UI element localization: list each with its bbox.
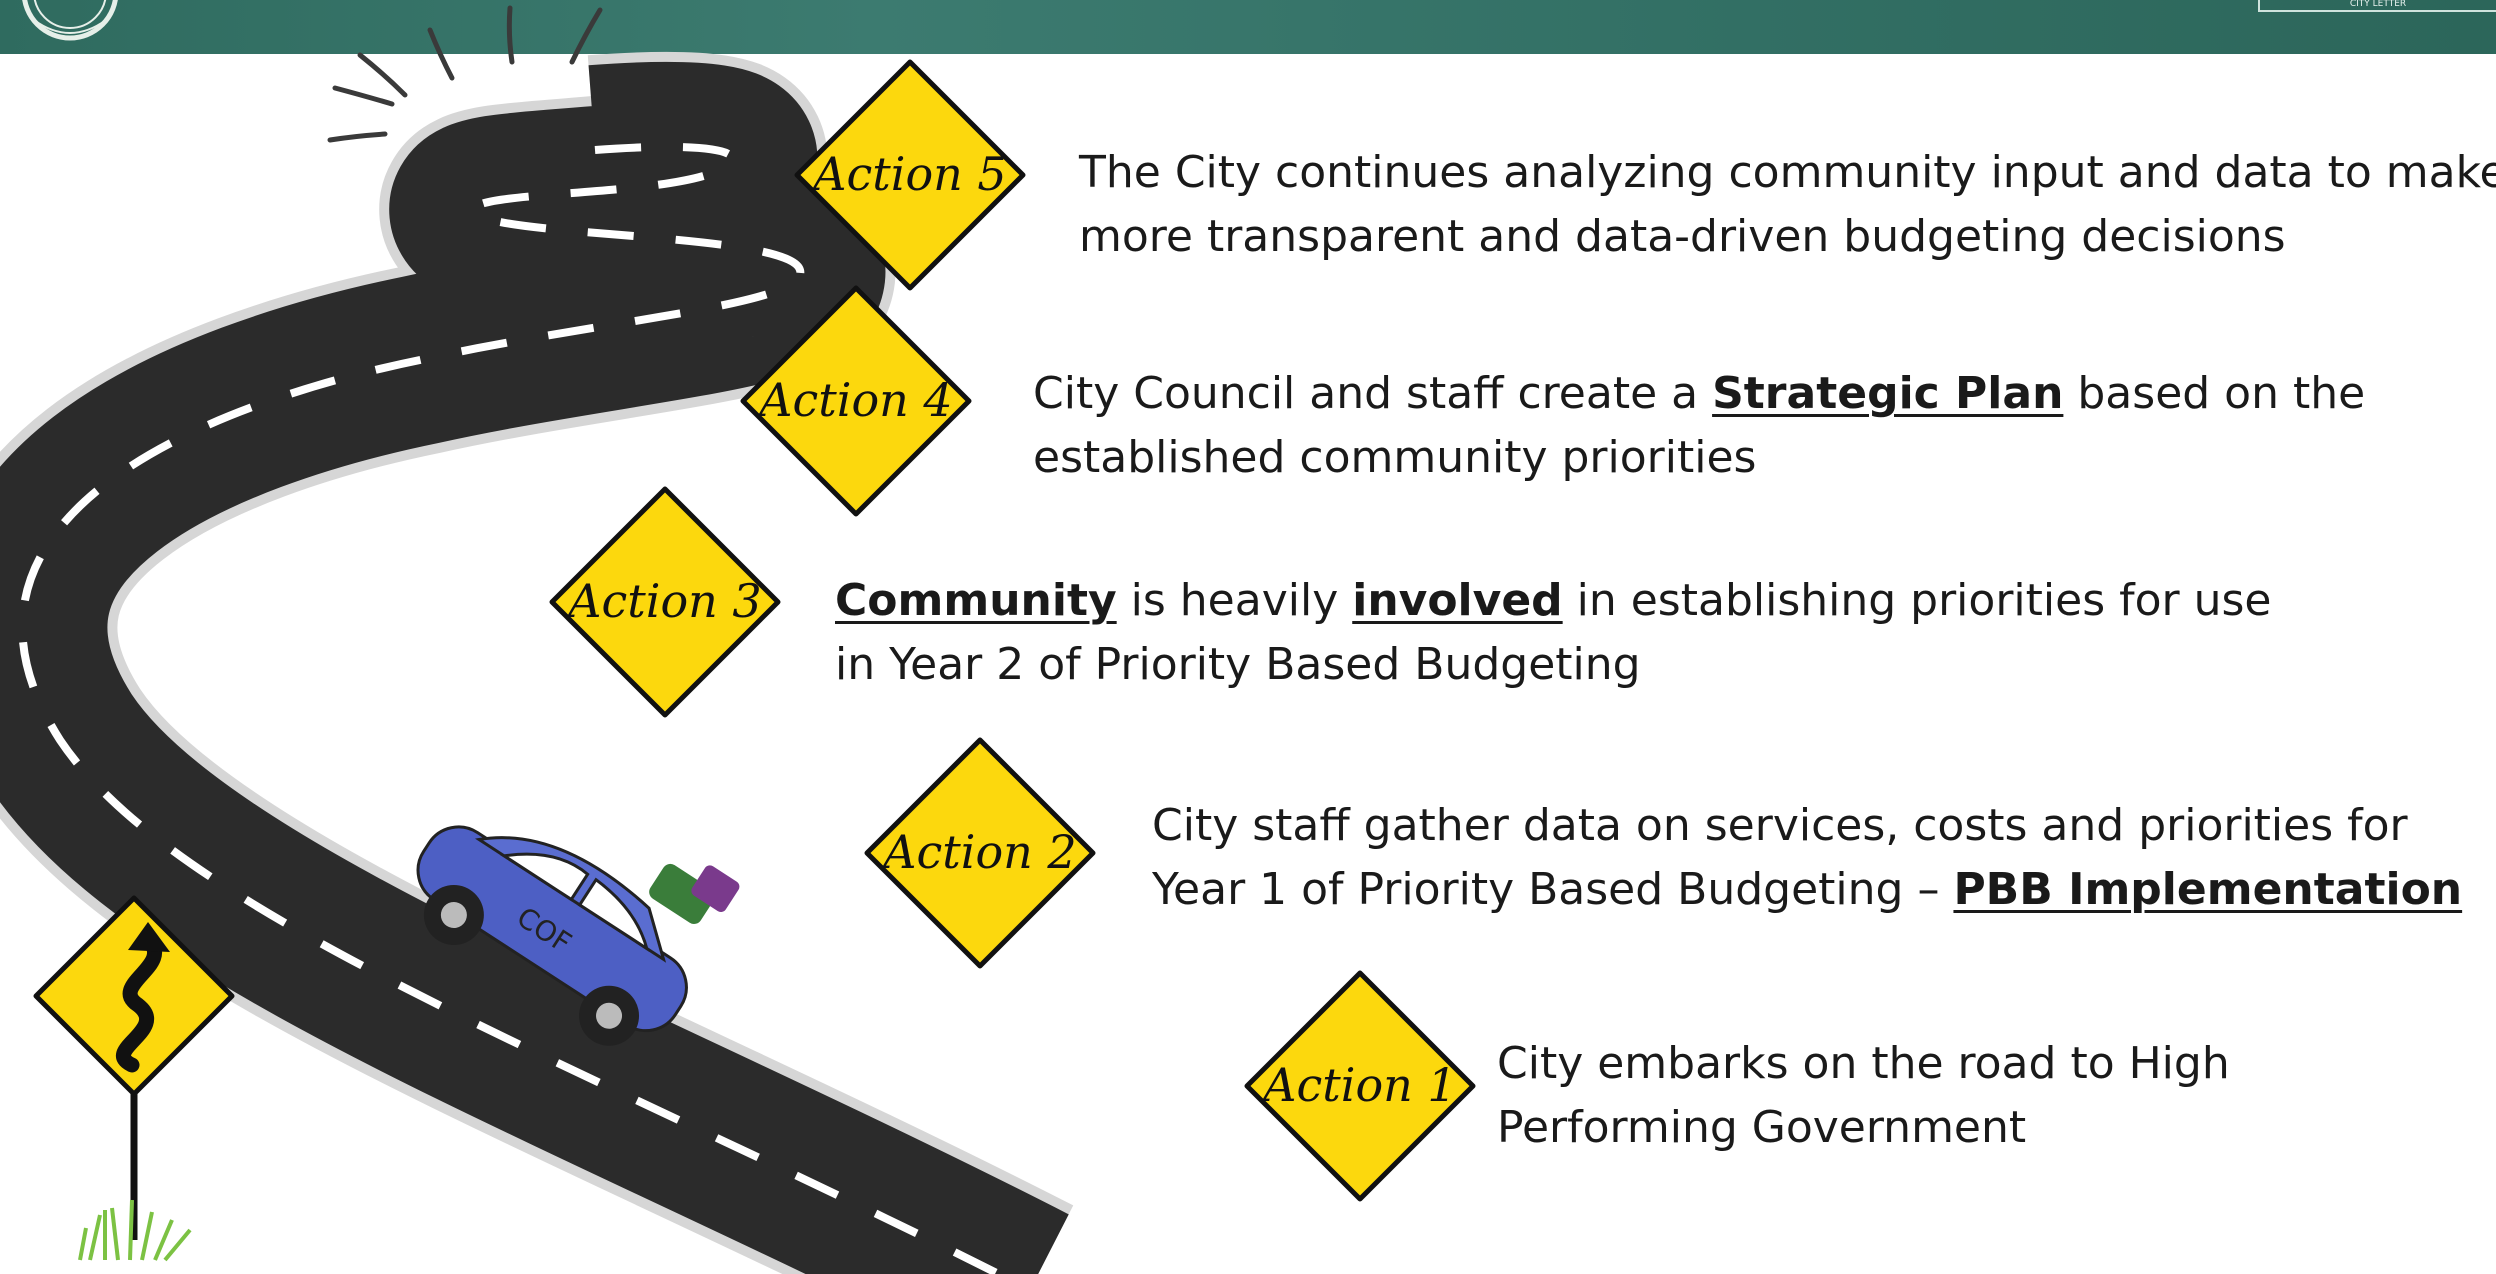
header-tag: CITY LETTER [2258, 0, 2496, 12]
step-text-segment: more transparent and data-driven budgeti… [1079, 211, 2286, 262]
step-text-5: The City continues analyzing community i… [1079, 141, 2496, 269]
emphasis-text: Strategic Plan [1712, 368, 2064, 419]
step-text-segment: in Year 2 of Priority Based Budgeting [835, 639, 1641, 690]
step-text-segment: City embarks on the road to High [1497, 1038, 2230, 1089]
emphasis-text: involved [1352, 575, 1563, 626]
city-seal-icon [22, 0, 118, 41]
grass-icon [78, 1199, 192, 1262]
action-sign-3: Action 3 [549, 486, 781, 718]
action-sign-4: Action 4 [740, 285, 972, 517]
step-text-3: Community is heavily involved in establi… [835, 569, 2271, 697]
step-text-2: City staff gather data on services, cost… [1152, 794, 2462, 922]
winding-road-sign-icon [33, 895, 235, 1240]
winding-road [0, 51, 1074, 1274]
action-label: Action 4 [755, 373, 952, 427]
action-label: Action 3 [564, 574, 761, 628]
action-label: Action 2 [879, 825, 1076, 879]
emphasis-text: Community [835, 575, 1117, 626]
header-banner: CITY LETTER [0, 0, 2496, 54]
step-text-segment: is heavily [1116, 575, 1353, 626]
action-label: Action 5 [809, 147, 1006, 201]
action-sign-5: Action 5 [794, 59, 1026, 291]
step-text-segment: City Council and staff create a [1033, 368, 1713, 419]
action-sign-1: Action 1 [1244, 970, 1476, 1202]
action-label: Action 1 [1259, 1058, 1456, 1112]
car-icon: COF [416, 825, 740, 1046]
step-text-segment: established community priorities [1033, 432, 1757, 483]
step-text-segment: in establishing priorities for use [1562, 575, 2272, 626]
step-text-4: City Council and staff create a Strategi… [1033, 362, 2365, 490]
step-text-segment: Year 1 of Priority Based Budgeting – [1152, 864, 1954, 915]
step-text-segment: City staff gather data on services, cost… [1152, 800, 2408, 851]
emphasis-text: PBB Implementation [1953, 864, 2463, 915]
step-text-segment: based on the [2063, 368, 2366, 419]
step-text-segment: The City continues analyzing community i… [1079, 147, 2496, 198]
step-text-segment: Performing Government [1497, 1102, 2027, 1153]
action-sign-2: Action 2 [864, 737, 1096, 969]
